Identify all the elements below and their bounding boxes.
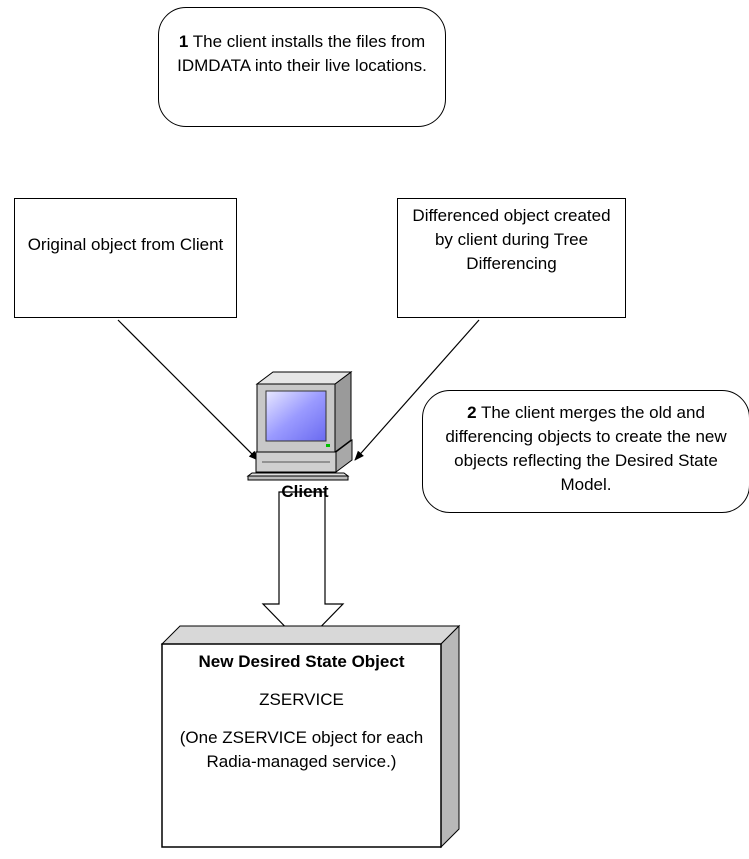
new-object-description: (One ZSERVICE object for each Radia-mana…: [179, 728, 424, 771]
new-desired-state-object-box: New Desired State Object ZSERVICE (One Z…: [162, 644, 441, 847]
step-2-text: The client merges the old and differenci…: [445, 403, 727, 494]
step-1-text: The client installs the files from IDMDA…: [177, 32, 427, 75]
step-2-number: 2: [467, 403, 477, 422]
original-object-box: Original object from Client: [14, 198, 237, 318]
new-object-title: New Desired State Object: [198, 652, 405, 671]
new-object-3d-frame: [160, 624, 461, 849]
step-1-number: 1: [178, 32, 189, 51]
original-object-text: Original object from Client: [27, 235, 224, 254]
step-1-note: 1 The client installs the files from IDM…: [158, 7, 446, 127]
arrow-differenced-to-client: [354, 319, 480, 461]
hollow-arrow-down: [261, 491, 345, 646]
arrow-original-to-client: [117, 319, 259, 461]
client-label: Client: [281, 482, 329, 501]
step-2-note: 2 The client merges the old and differen…: [422, 390, 749, 513]
differenced-object-box: Differenced object created by client dur…: [397, 198, 626, 318]
new-object-name: ZSERVICE: [259, 690, 344, 709]
differenced-object-text: Differenced object created by client dur…: [412, 206, 611, 273]
computer-icon: [246, 371, 353, 481]
